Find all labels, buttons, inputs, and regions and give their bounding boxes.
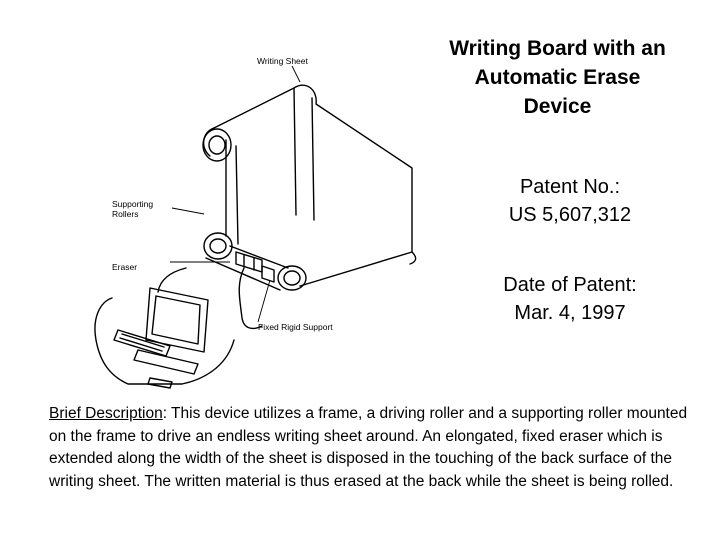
computer-desk [94,287,235,389]
slide-title: Writing Board with an Automatic Erase De… [400,34,715,121]
title-line-3: Device [523,95,592,118]
patent-date-value: Mar. 4, 1997 [514,302,626,324]
title-line-2: Automatic Erase [474,66,641,89]
patent-date-label: Date of Patent: [503,274,637,296]
label-writing-sheet: Writing Sheet [257,56,309,66]
patent-number-value: US 5,607,312 [508,204,632,226]
label-eraser: Eraser [112,262,137,272]
label-supporting-rollers-2: Rollers [112,209,138,219]
label-supporting-rollers-1: Supporting [112,199,153,209]
eraser-block [235,251,263,273]
lower-roller [203,232,233,260]
brief-description: Brief Description: This device utilizes … [49,403,699,493]
patent-number-label: Patent No.: [519,176,621,198]
patent-number-block: Patent No.: US 5,607,312 [445,173,695,229]
description-text: : This device utilizes a frame, a drivin… [49,405,688,490]
title-line-1: Writing Board with an [449,37,666,60]
label-fixed-rigid-support: Fixed Rigid Support [258,322,333,332]
front-roller [277,265,307,291]
description-label: Brief Description [49,405,163,422]
patent-date-block: Date of Patent: Mar. 4, 1997 [445,271,695,327]
upper-roller [202,128,232,162]
